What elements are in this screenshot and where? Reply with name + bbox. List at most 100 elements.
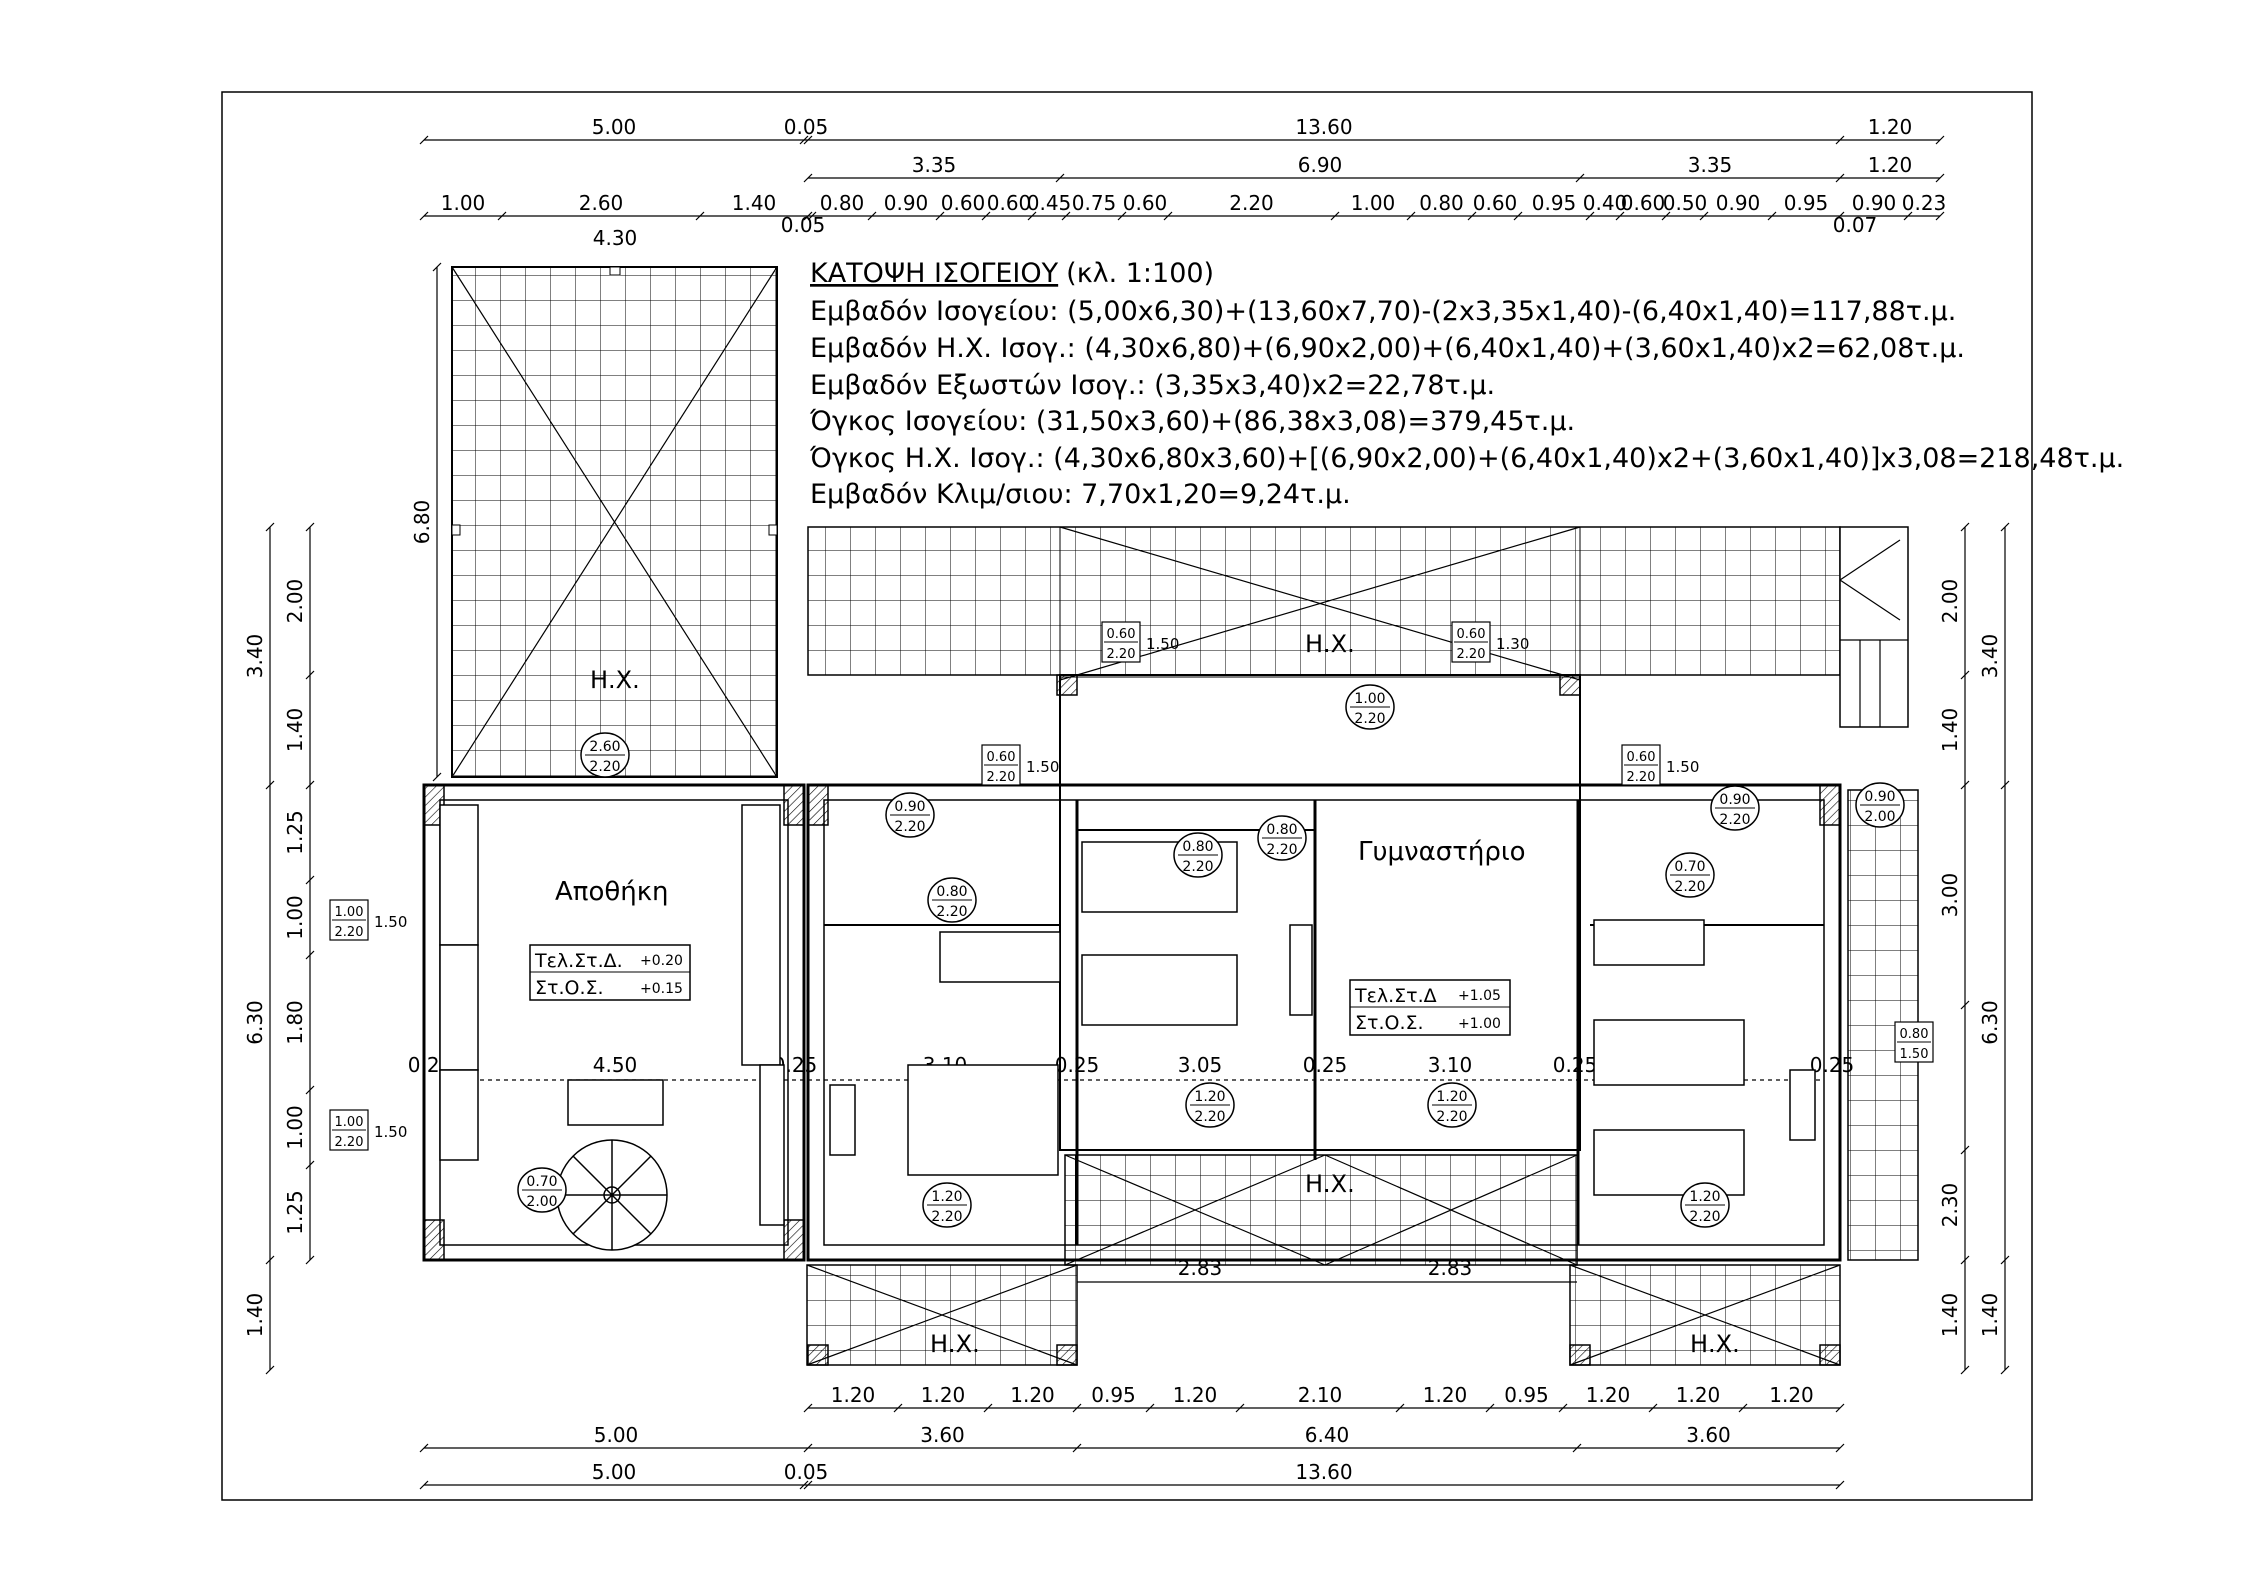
svg-text:2.20: 2.20 xyxy=(1194,1109,1225,1125)
window-tag: 0.602.201.50 xyxy=(1101,621,1179,663)
dimension-label: 2.00 xyxy=(283,579,307,624)
opening-tag: 0.902.20 xyxy=(885,792,935,838)
dimension-label: 6.80 xyxy=(410,500,434,545)
hx-label-middle: Η.Χ. xyxy=(1305,1170,1355,1198)
svg-text:1.50: 1.50 xyxy=(374,913,407,931)
svg-text:2.20: 2.20 xyxy=(987,770,1016,785)
svg-text:2.20: 2.20 xyxy=(1354,711,1385,727)
dimension-label: 2.10 xyxy=(1298,1383,1343,1407)
area-ground-line: Εμβαδόν Ισογείου: (5,00x6,30)+(13,60x7,7… xyxy=(810,296,1956,327)
opening-tag: 0.702.20 xyxy=(1665,852,1715,898)
svg-text:1.50: 1.50 xyxy=(1666,758,1699,776)
dimension-label: 3.40 xyxy=(243,634,267,679)
svg-text:1.50: 1.50 xyxy=(1900,1047,1929,1062)
opening-tag: 0.802.20 xyxy=(927,877,977,923)
dim-left-outer: 3.406.301.40 xyxy=(243,522,275,1375)
dimension-label: 1.00 xyxy=(441,191,486,215)
level-tag-gym: Τελ.Στ.Δ +1.05 Στ.Ο.Σ. +1.00 xyxy=(1349,979,1511,1036)
dimension-label: 0.95 xyxy=(1784,191,1829,215)
dimension-label: 0.50 xyxy=(1663,191,1708,215)
svg-text:Στ.Ο.Σ.: Στ.Ο.Σ. xyxy=(535,977,604,999)
svg-text:1.00: 1.00 xyxy=(335,1115,364,1130)
dimension-label: 1.20 xyxy=(1676,1383,1721,1407)
dimension-label: 13.60 xyxy=(1295,1460,1352,1484)
svg-text:1.50: 1.50 xyxy=(1146,635,1179,653)
svg-text:1.20: 1.20 xyxy=(931,1189,962,1205)
dim-left-inner: 2.001.401.251.001.801.001.25 xyxy=(283,522,315,1265)
dimension-label: 1.25 xyxy=(283,810,307,855)
dimension-label: 3.35 xyxy=(1688,153,1733,177)
window-tag: 0.602.201.30 xyxy=(1451,621,1529,663)
svg-text:+0.20: +0.20 xyxy=(640,953,683,969)
svg-text:1.50: 1.50 xyxy=(1026,758,1059,776)
dimension-label: 0.90 xyxy=(884,191,929,215)
opening-tag: 0.702.00 xyxy=(517,1167,567,1213)
room-labels: Η.Χ. Η.Χ. Η.Χ. Η.Χ. Η.Χ. Αποθήκη Γυμναστ… xyxy=(555,630,1740,1358)
dimension-label: 1.20 xyxy=(921,1383,966,1407)
dimension-label: 1.25 xyxy=(283,1190,307,1235)
dimension-label: 1.00 xyxy=(283,1105,307,1150)
dimension-label: 5.00 xyxy=(592,115,637,139)
svg-text:0.60: 0.60 xyxy=(987,750,1016,765)
svg-text:+0.15: +0.15 xyxy=(640,981,683,997)
dimension-label: 0.60 xyxy=(1621,191,1666,215)
dimension-label: 0.25 xyxy=(1303,1053,1348,1077)
dimension-label: 2.00 xyxy=(1938,579,1962,624)
storage-room-label: Αποθήκη xyxy=(555,877,669,907)
title-block: ΚΑΤΟΨΗ ΙΣΟΓΕΙΟΥ(κλ. 1:100) Εμβαδόν Ισογε… xyxy=(809,258,2124,510)
gym-room-label: Γυμναστήριο xyxy=(1358,837,1526,867)
svg-text:2.20: 2.20 xyxy=(1689,1209,1720,1225)
dimension-label: 2.60 xyxy=(579,191,624,215)
window-tag: 1.00 2.20 1.50 xyxy=(329,899,407,941)
dimension-label: 3.05 xyxy=(1178,1053,1223,1077)
dimension-label: 0.90 xyxy=(1716,191,1761,215)
svg-text:1.00: 1.00 xyxy=(1354,691,1385,707)
dimension-label: 0.60 xyxy=(987,191,1032,215)
dimension-label: 3.40 xyxy=(1978,634,2002,679)
window-tag: 0.80 1.50 xyxy=(1894,1021,1934,1063)
svg-text:+1.00: +1.00 xyxy=(1458,1016,1501,1032)
opening-tag: 2.602.20 xyxy=(580,732,630,778)
dimension-label: 1.20 xyxy=(1868,153,1913,177)
svg-text:0.70: 0.70 xyxy=(1674,859,1705,875)
svg-text:1.00: 1.00 xyxy=(335,905,364,920)
opening-tag: 1.202.20 xyxy=(1427,1082,1477,1128)
svg-text:0.80: 0.80 xyxy=(1900,1027,1929,1042)
opening-tag: 1.202.20 xyxy=(1185,1082,1235,1128)
dimension-label: 1.00 xyxy=(283,895,307,940)
dimension-label: 0.40 xyxy=(1583,191,1628,215)
svg-text:Τελ.Στ.Δ.: Τελ.Στ.Δ. xyxy=(534,950,623,972)
dimension-label: 0.23 xyxy=(1902,191,1947,215)
dimension-label: 0.05 xyxy=(784,115,829,139)
area-stair-line: Εμβαδόν Κλιμ/σιου: 7,70x1,20=9,24τ.μ. xyxy=(810,479,1351,510)
svg-text:ΚΑΤΟΨΗ ΙΣΟΓΕΙΟΥ(κλ. 1:100): ΚΑΤΟΨΗ ΙΣΟΓΕΙΟΥ(κλ. 1:100) xyxy=(810,258,1214,289)
dimension-label: 5.00 xyxy=(592,1460,637,1484)
dimension-label: 0.25 xyxy=(1810,1053,1855,1077)
svg-text:2.20: 2.20 xyxy=(1719,812,1750,828)
volume-hx-line: Όγκος Η.Χ. Ισογ.: (4,30x6,80x3,60)+[(6,9… xyxy=(809,443,2124,474)
opening-tag: 1.202.20 xyxy=(922,1182,972,1228)
dimension-label: 1.20 xyxy=(1868,115,1913,139)
svg-text:2.00: 2.00 xyxy=(1864,809,1895,825)
dimension-label: 0.90 xyxy=(1852,191,1897,215)
dimension-label: 0.80 xyxy=(1419,191,1464,215)
svg-text:2.20: 2.20 xyxy=(335,925,364,940)
columns xyxy=(423,674,1841,1366)
svg-text:0.90: 0.90 xyxy=(1719,792,1750,808)
svg-text:0.60: 0.60 xyxy=(1627,750,1656,765)
svg-text:2.20: 2.20 xyxy=(1182,859,1213,875)
terrace-right-steps xyxy=(1839,526,1909,728)
dimension-label: 3.10 xyxy=(1428,1053,1473,1077)
opening-tags: 2.602.200.902.200.802.200.802.200.802.20… xyxy=(329,621,1934,1228)
sheet-frame xyxy=(221,91,2033,1501)
area-hx-line: Εμβαδόν Η.Χ. Ισογ.: (4,30x6,80)+(6,90x2,… xyxy=(810,333,1965,364)
dimension-label: 6.30 xyxy=(1978,1000,2002,1045)
svg-text:2.20: 2.20 xyxy=(589,759,620,775)
bedroom-furniture xyxy=(829,841,1816,1196)
dimension-label: 0.60 xyxy=(941,191,986,215)
svg-text:0.90: 0.90 xyxy=(894,799,925,815)
